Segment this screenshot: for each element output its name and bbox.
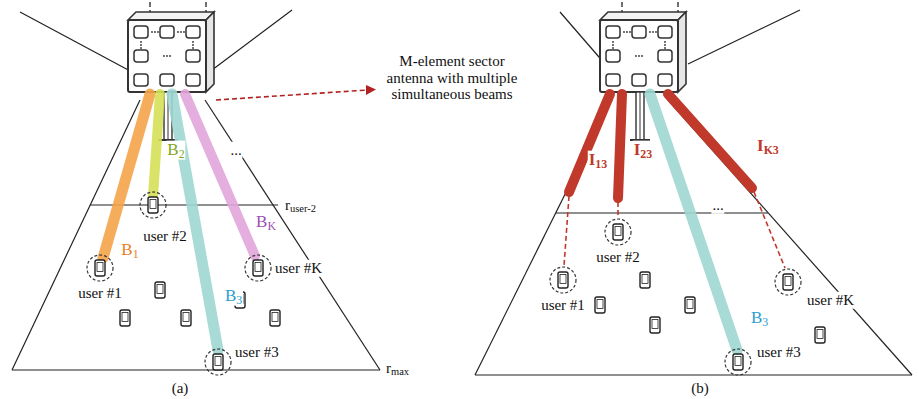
interference-paths — [564, 192, 785, 268]
ellipsis: ... — [229, 142, 242, 159]
beam-label: B3 — [750, 309, 769, 328]
user-label: user #1 — [540, 297, 586, 314]
beam-label: B1 — [120, 241, 139, 260]
ellipsis: ... — [711, 197, 724, 214]
panel-label: (a) — [171, 380, 190, 397]
user-label: user #3 — [756, 344, 802, 361]
beam-label: B2 — [166, 141, 185, 160]
beams-b — [569, 94, 752, 350]
user-label: user #3 — [234, 344, 280, 361]
sector-b — [475, 10, 912, 375]
phones-a — [95, 197, 280, 370]
interference-label: I23 — [633, 141, 654, 160]
user-label: user #2 — [142, 228, 188, 245]
user-label: user #K — [274, 260, 323, 277]
beam-label: BK — [255, 213, 277, 232]
user-label: user #K — [806, 292, 855, 309]
sector-antenna — [600, 0, 686, 140]
callout-text: M-element sector antenna with multiple s… — [376, 53, 528, 103]
user-circles-b — [550, 219, 801, 375]
interference-label: IK3 — [756, 137, 780, 156]
user-label: user #2 — [595, 249, 641, 266]
beam-label: B3 — [224, 287, 243, 306]
radius-label: rmax — [385, 360, 410, 377]
beams-a — [103, 94, 255, 350]
panel-label: (b) — [690, 380, 710, 397]
phones-b — [558, 224, 825, 370]
callout-arrow — [216, 85, 376, 100]
radius-label: ruser-2 — [284, 197, 317, 214]
user-label: user #1 — [77, 285, 123, 302]
interference-label: I13 — [588, 151, 609, 170]
